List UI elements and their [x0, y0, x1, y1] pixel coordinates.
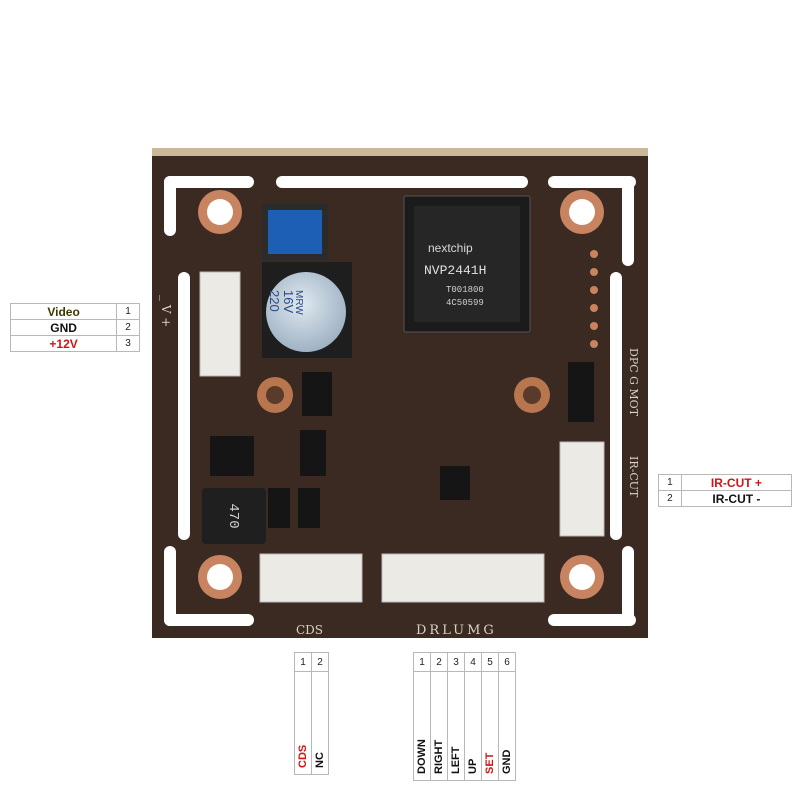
- pin-number: 1: [413, 652, 431, 672]
- pin-number: 1: [294, 652, 312, 672]
- pin-label: NC: [314, 752, 326, 768]
- table-row: 2 IR-CUT -: [658, 490, 793, 507]
- pin-label: IR-CUT +: [680, 474, 793, 491]
- inductor-value: 470: [225, 503, 241, 528]
- power-connector-jack: [199, 271, 241, 377]
- pin-header: [590, 250, 598, 348]
- pcb-slots: [164, 176, 636, 626]
- cds-pin-table: 1 2 CDS NC: [294, 652, 329, 775]
- silk-power-label: _ V +: [159, 295, 173, 327]
- table-row: GND 2: [9, 319, 140, 336]
- blue-potentiometer: [268, 210, 322, 254]
- table-row: 1 2: [294, 652, 329, 672]
- smd-components: [210, 362, 594, 528]
- pin-label: DOWN: [416, 739, 428, 774]
- pin-label: LEFT: [450, 746, 462, 775]
- pin-label: Video: [9, 303, 118, 320]
- cds-connector-jack: [259, 553, 363, 603]
- pin-number: 6: [498, 652, 516, 672]
- table-row: DOWN RIGHT LEFT UP SET GND: [413, 671, 516, 781]
- table-row: Video 1: [9, 303, 140, 320]
- pin-label: IR-CUT -: [680, 490, 793, 507]
- key-pin-table: 1 2 3 4 5 6 DOWN RIGHT LEFT UP SET GND: [413, 652, 516, 781]
- pin-label: SET: [484, 752, 496, 774]
- power-inductor: [202, 488, 266, 544]
- silk-keys-label: DRLUMG: [416, 623, 497, 638]
- capacitor-voltage: 16V: [281, 290, 296, 313]
- key-connector-jack: [381, 553, 545, 603]
- pin-label: GND: [501, 749, 513, 774]
- capacitor-value: 220: [267, 290, 282, 312]
- chip-model: NVP2441H: [424, 263, 486, 278]
- pin-number: 2: [658, 490, 682, 507]
- pin-number: 3: [116, 335, 140, 352]
- silk-cds-label: CDS: [296, 623, 323, 637]
- pin-number: 2: [311, 652, 329, 672]
- pin-number: 3: [447, 652, 465, 672]
- pin-label: UP: [467, 758, 479, 774]
- electrolytic-capacitor: [266, 272, 346, 352]
- chip-brand: nextchip: [428, 241, 473, 255]
- table-row: CDS NC: [294, 671, 329, 775]
- mounting-holes: [198, 190, 604, 599]
- pin-number: 4: [464, 652, 482, 672]
- pin-number: 2: [430, 652, 448, 672]
- silk-ircut-label: IR-CUT: [627, 456, 640, 498]
- pin-number: 1: [116, 303, 140, 320]
- table-row: 1 2 3 4 5 6: [413, 652, 516, 672]
- chip-code-2: 4C50599: [446, 298, 484, 308]
- pin-label: +12V: [9, 335, 118, 352]
- pin-label: RIGHT: [433, 739, 445, 774]
- power-pin-table: Video 1 GND 2 +12V 3: [9, 303, 140, 352]
- pin-number: 2: [116, 319, 140, 336]
- pin-label: GND: [9, 319, 118, 336]
- ircut-pin-table: 1 IR-CUT + 2 IR-CUT -: [658, 474, 793, 507]
- silk-right-label: DPC G MOT: [627, 348, 640, 417]
- chip-code-1: T001800: [446, 285, 484, 295]
- capacitor-brand: MRW: [293, 290, 304, 315]
- pin-label: CDS: [297, 744, 309, 768]
- pin-number: 1: [658, 474, 682, 491]
- table-row: +12V 3: [9, 335, 140, 352]
- pin-number: 5: [481, 652, 499, 672]
- ircut-connector-jack: [559, 441, 605, 537]
- table-row: 1 IR-CUT +: [658, 474, 793, 491]
